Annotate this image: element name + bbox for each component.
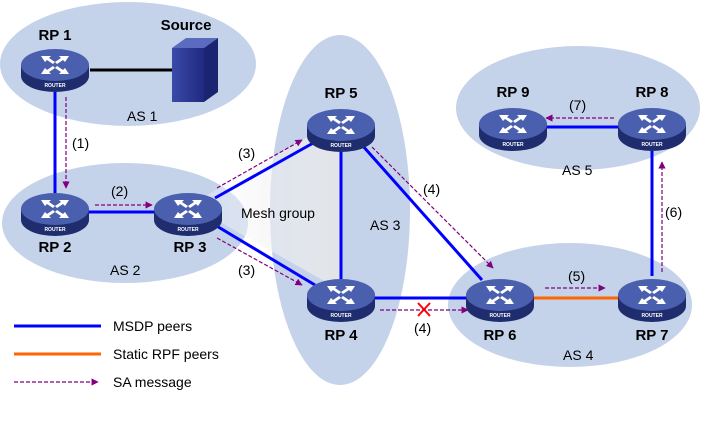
router-label-rp4: RP 4 bbox=[324, 327, 358, 344]
area-label-as4: AS 4 bbox=[563, 347, 594, 363]
sa-step-label: (5) bbox=[568, 268, 585, 284]
router-label-rp8: RP 8 bbox=[635, 84, 668, 101]
router-badge: ROUTER bbox=[330, 143, 352, 149]
sa-step-label: (3) bbox=[238, 145, 255, 161]
blocked-x-icon bbox=[417, 302, 431, 317]
sa-step-label: (6) bbox=[665, 204, 682, 220]
router-rp4-icon[interactable]: ROUTER bbox=[307, 279, 375, 322]
router-rp3-icon[interactable]: ROUTER bbox=[154, 193, 222, 236]
router-label-rp1: RP 1 bbox=[38, 27, 71, 44]
link-rp5-rp6 bbox=[360, 144, 484, 281]
link-rp3-rp5 bbox=[214, 140, 316, 200]
sa-step-label: (3) bbox=[238, 262, 255, 278]
mesh-group-label: Mesh group bbox=[241, 205, 315, 221]
router-rp5-icon[interactable]: ROUTER bbox=[307, 109, 375, 152]
router-badge: ROUTER bbox=[502, 142, 524, 148]
router-badge: ROUTER bbox=[177, 227, 199, 233]
router-label-rp2: RP 2 bbox=[38, 239, 71, 256]
area-label-as1: AS 1 bbox=[127, 108, 158, 124]
router-rp1-icon[interactable]: ROUTER bbox=[21, 49, 89, 92]
area-label-as5: AS 5 bbox=[562, 162, 593, 178]
router-label-rp7: RP 7 bbox=[635, 327, 668, 344]
router-label-rp5: RP 5 bbox=[324, 85, 357, 102]
sa-arrow-3a bbox=[216, 139, 303, 189]
router-badge: ROUTER bbox=[641, 142, 663, 148]
router-badge: ROUTER bbox=[44, 227, 66, 233]
router-rp8-icon[interactable]: ROUTER bbox=[618, 108, 686, 151]
router-badge: ROUTER bbox=[489, 313, 511, 319]
link-rp3-rp4 bbox=[214, 223, 316, 287]
router-rp7-icon[interactable]: ROUTER bbox=[618, 279, 686, 322]
legend-static-rpf-label: Static RPF peers bbox=[113, 346, 219, 362]
legend-sa-label: SA message bbox=[113, 374, 192, 390]
router-badge: ROUTER bbox=[641, 313, 663, 319]
sa-step-label: (1) bbox=[72, 135, 89, 151]
source-server-icon bbox=[172, 38, 218, 102]
sa-step-label: (4) bbox=[414, 320, 431, 336]
sa-arrow-3b bbox=[216, 237, 303, 286]
sa-step-label: (4) bbox=[423, 181, 440, 197]
area-label-as2: AS 2 bbox=[110, 262, 141, 278]
router-rp2-icon[interactable]: ROUTER bbox=[21, 193, 89, 236]
router-badge: ROUTER bbox=[330, 313, 352, 319]
area-as4 bbox=[448, 243, 692, 367]
router-rp6-icon[interactable]: ROUTER bbox=[466, 279, 534, 322]
router-badge: ROUTER bbox=[44, 83, 66, 89]
sa-arrow-4a bbox=[371, 146, 494, 269]
area-as2 bbox=[2, 163, 248, 283]
legend-msdp-label: MSDP peers bbox=[113, 318, 192, 334]
mesh-group-region bbox=[190, 118, 340, 290]
router-label-rp3: RP 3 bbox=[173, 239, 206, 256]
router-label-rp6: RP 6 bbox=[483, 327, 516, 344]
source-label: Source bbox=[161, 17, 212, 34]
sa-step-label: (7) bbox=[569, 97, 586, 113]
sa-step-label: (2) bbox=[111, 183, 128, 199]
router-label-rp9: RP 9 bbox=[496, 84, 529, 101]
legend: MSDP peers Static RPF peers SA message bbox=[14, 318, 219, 390]
area-label-as3: AS 3 bbox=[370, 217, 401, 233]
router-rp9-icon[interactable]: ROUTER bbox=[479, 108, 547, 151]
